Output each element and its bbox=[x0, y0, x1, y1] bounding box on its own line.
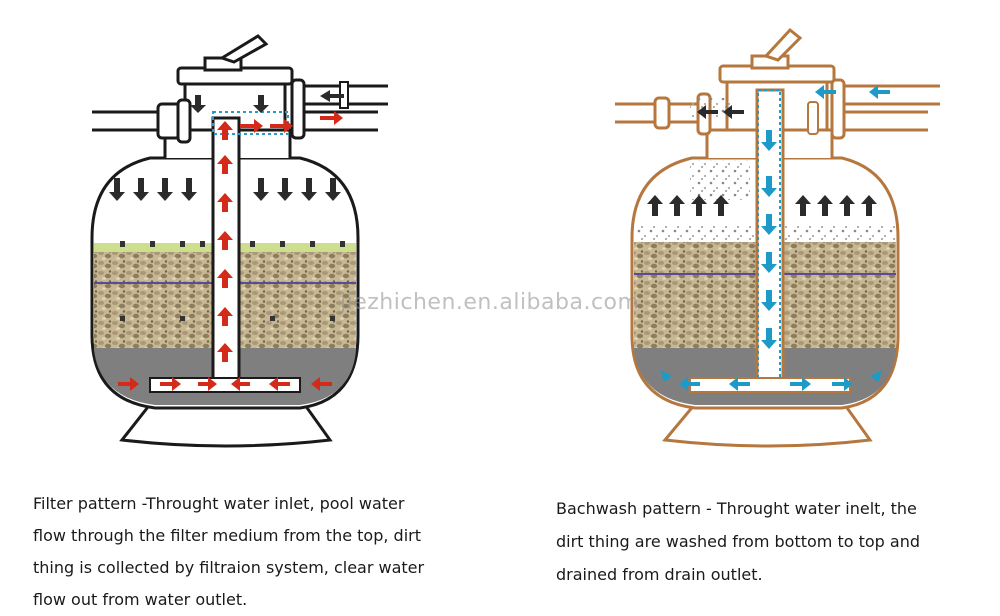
backwash-blue-arrows bbox=[660, 85, 890, 391]
filter-left-fitting bbox=[176, 98, 192, 144]
filter-stand bbox=[119, 396, 333, 448]
backwash-caption-line: dirt thing are washed from bottom to top… bbox=[556, 532, 921, 551]
backwash-valve-handle bbox=[763, 27, 803, 62]
filter-valve-handle bbox=[218, 34, 269, 64]
filter-caption-line: flow through the filter medium from the … bbox=[33, 526, 421, 545]
backwash-right-union bbox=[807, 101, 819, 135]
backwash-right-pipe-top bbox=[840, 84, 940, 106]
backwash-caption-line: Bachwash pattern - Throught water inelt,… bbox=[556, 499, 917, 518]
filter-diagram bbox=[90, 27, 940, 448]
backwash-left-union bbox=[653, 96, 671, 130]
backwash-right-fitting bbox=[830, 78, 846, 140]
backwash-caption-line: drained from drain outlet. bbox=[556, 565, 763, 584]
backwash-tank bbox=[615, 27, 940, 448]
filter-right-pipe-bottom bbox=[300, 110, 378, 132]
filter-red-arrows bbox=[118, 111, 343, 391]
filter-lateral-pipe bbox=[149, 377, 301, 393]
backwash-up-arrows bbox=[647, 105, 877, 216]
filter-caption-line: thing is collected by filtraion system, … bbox=[33, 558, 425, 577]
filter-right-fitting bbox=[290, 78, 306, 140]
filter-down-arrows bbox=[109, 90, 344, 201]
backwash-dirt-drain bbox=[690, 98, 730, 118]
filter-caption: Filter pattern -Throught water inlet, po… bbox=[33, 488, 424, 616]
filter-caption-line: Filter pattern -Throught water inlet, po… bbox=[33, 494, 405, 513]
backwash-dirt-particles bbox=[690, 160, 750, 200]
filter-nozzle-marks bbox=[120, 241, 345, 321]
backwash-caption: Bachwash pattern - Throught water inelt,… bbox=[556, 492, 920, 591]
filter-tank bbox=[90, 34, 388, 448]
backwash-right-pipe-bottom bbox=[840, 110, 928, 132]
filter-caption-line: flow out from water outlet. bbox=[33, 590, 248, 609]
filter-left-pipe bbox=[92, 110, 160, 132]
watermark-text: jiezhichen.en.alibaba.com bbox=[340, 290, 640, 315]
backwash-lateral-pipe bbox=[689, 377, 851, 393]
backwash-stand bbox=[662, 396, 873, 448]
